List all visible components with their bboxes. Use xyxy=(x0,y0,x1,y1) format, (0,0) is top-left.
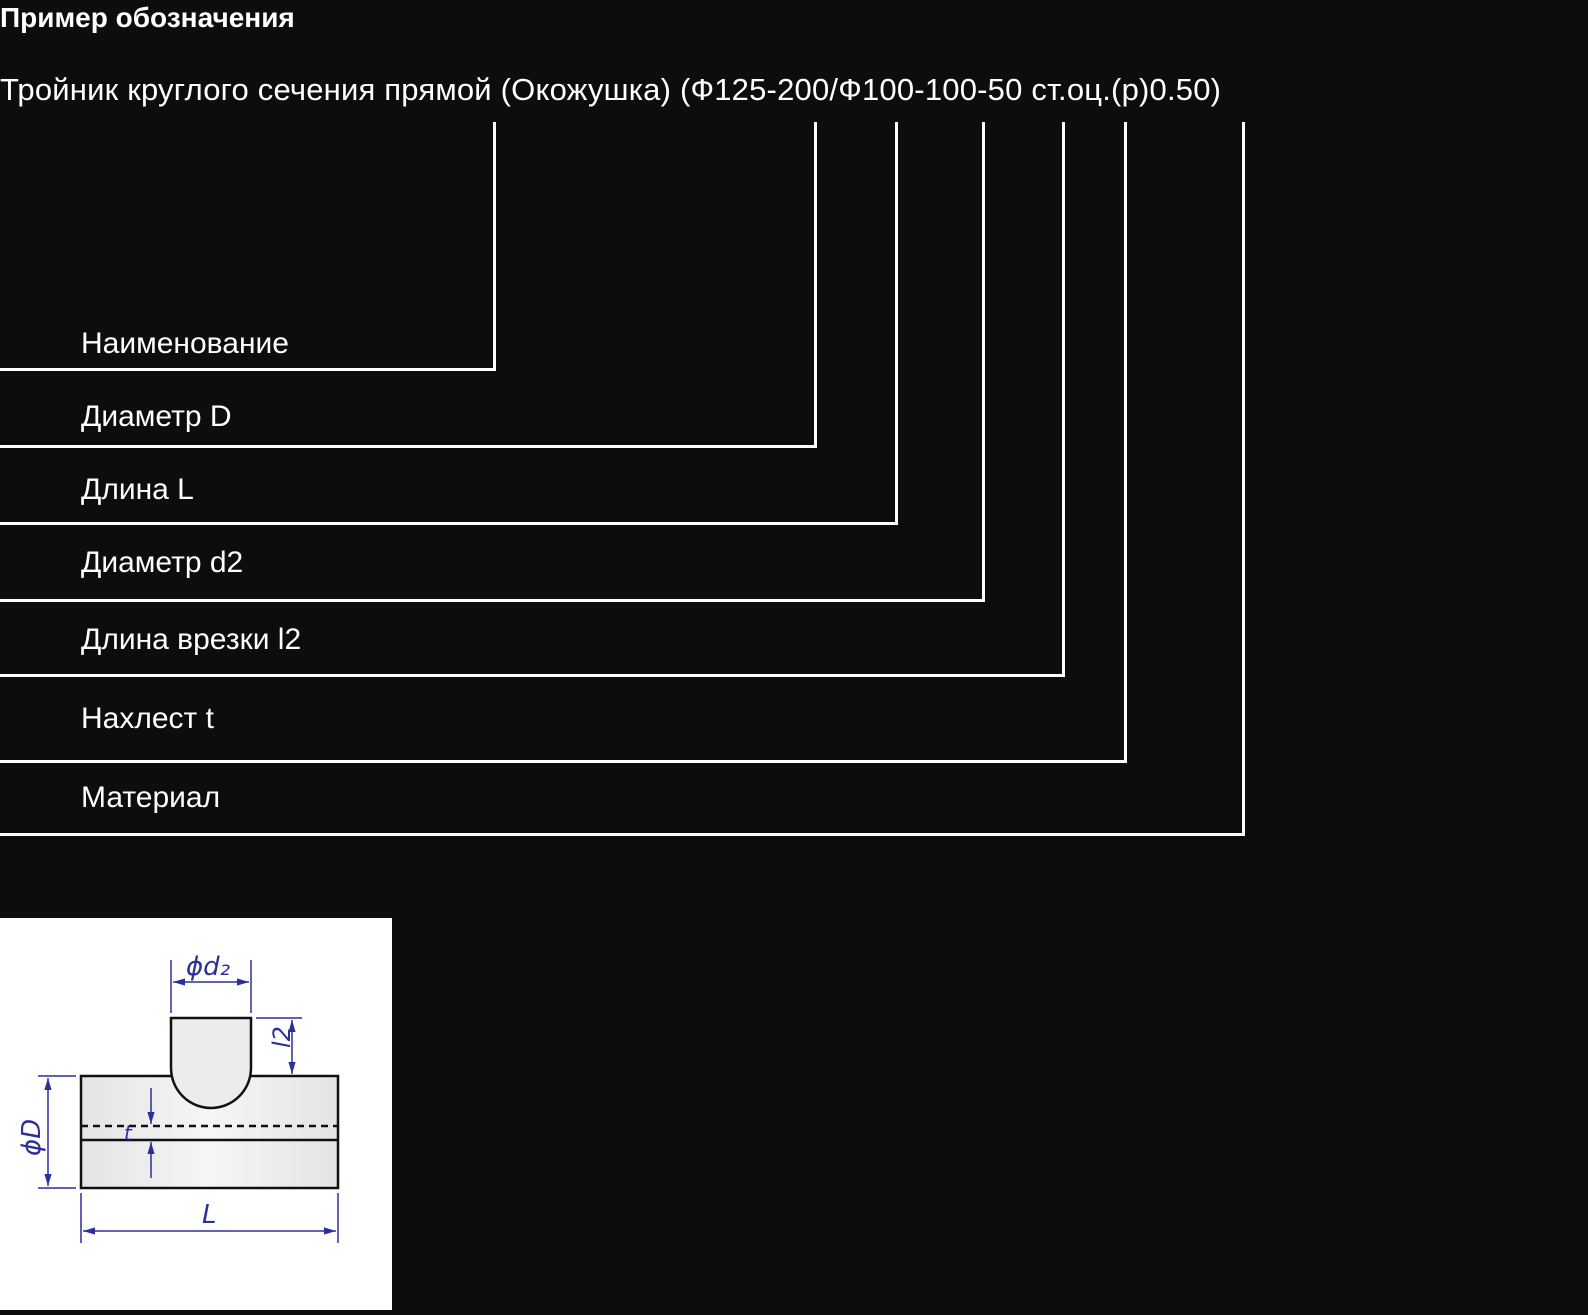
label-diameter-d: Диаметр D xyxy=(81,400,232,433)
leader-material-horizontal xyxy=(0,833,1245,836)
label-diameter-d2: Диаметр d2 xyxy=(81,546,244,579)
leader-name-vertical xyxy=(493,122,496,371)
leader-insert-length-vertical xyxy=(1062,122,1065,677)
leader-material-vertical xyxy=(1242,122,1245,836)
leader-diameter-d-horizontal xyxy=(0,445,817,448)
leader-diameter-d2-vertical xyxy=(982,122,985,602)
tee-drawing: ϕd₂ l2 ϕD t L xyxy=(0,918,392,1310)
leader-insert-length-horizontal xyxy=(0,674,1065,677)
heading: Пример обозначения xyxy=(0,2,295,33)
dim-t: t xyxy=(124,1121,133,1145)
label-overlap: Нахлест t xyxy=(81,702,214,735)
label-insert-length: Длина врезки l2 xyxy=(81,623,302,656)
leader-length-l-vertical xyxy=(895,122,898,525)
label-material: Материал xyxy=(81,781,221,814)
dim-D: ϕD xyxy=(17,1119,47,1156)
leader-overlap-vertical xyxy=(1124,122,1127,763)
leader-diameter-d2-horizontal xyxy=(0,599,985,602)
dim-L: L xyxy=(202,1200,217,1230)
leader-name-horizontal xyxy=(0,368,496,371)
leader-overlap-horizontal xyxy=(0,760,1127,763)
label-name: Наименование xyxy=(81,327,289,360)
designation-example: Тройник круглого сечения прямой (Окожушк… xyxy=(0,72,1222,107)
leader-length-l-horizontal xyxy=(0,522,898,525)
label-length-l: Длина L xyxy=(81,473,194,506)
dim-l2: l2 xyxy=(268,1026,296,1048)
dim-d2: ϕd₂ xyxy=(186,952,230,982)
branch xyxy=(169,1016,253,1110)
leader-diameter-d-vertical xyxy=(814,122,817,448)
